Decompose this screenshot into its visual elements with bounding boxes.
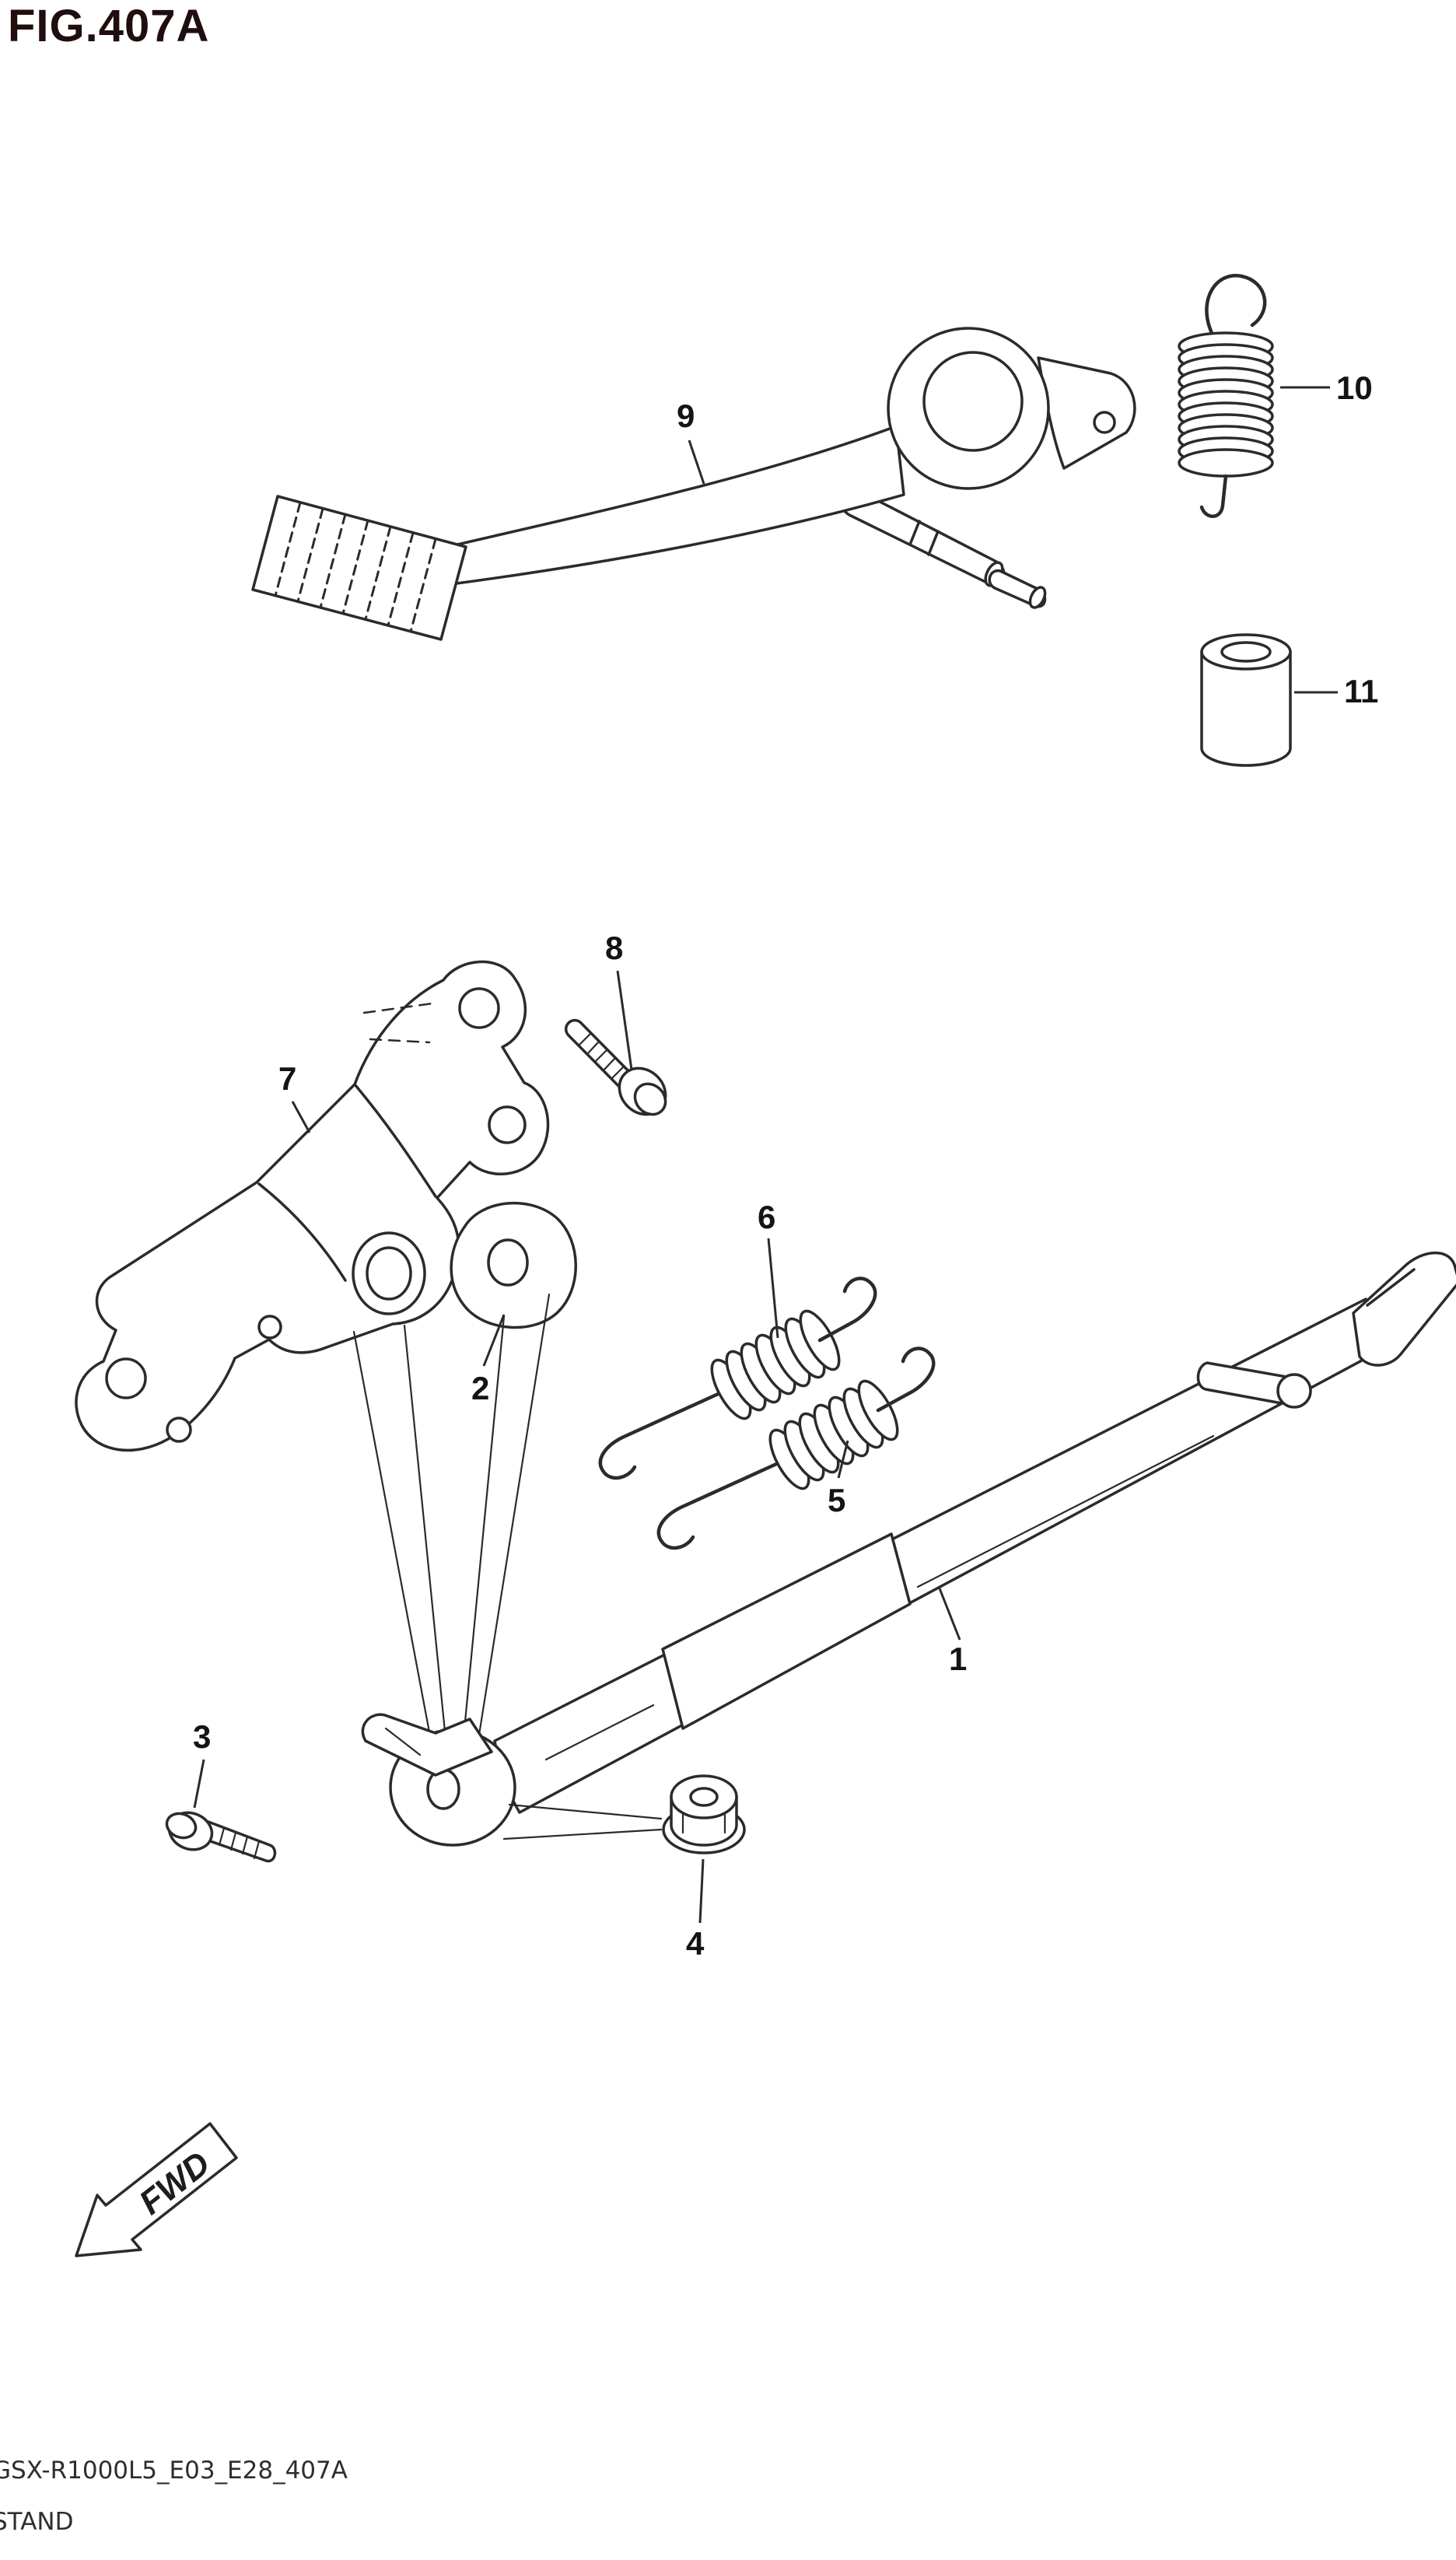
nut-hole [689,1787,719,1807]
stand-peg-boss [1276,1373,1312,1409]
stand-sleeve [661,1532,912,1730]
spring5-left-hook [656,1459,786,1550]
part-7-stand-bracket [75,960,550,1452]
part-3-bolt [165,1811,277,1863]
footer-figure-code: GSX-R1000L5_E03_E28_407A [0,2457,348,2485]
pedal-flange [1037,356,1136,470]
bracket-ear-hole-top [458,987,500,1029]
spring10-top-hook [1205,274,1267,341]
part-callout-11: 11 [1344,673,1379,709]
bolt8-head [633,1082,667,1116]
part-6-spring [598,1276,877,1480]
nut-pointer-lines [502,1803,663,1840]
bracket-foot-hole [105,1357,147,1399]
bracket-body [75,960,550,1452]
nut-facets [681,1813,726,1834]
leader-part-2 [482,1314,506,1367]
part-10-spring [1178,274,1274,518]
stand-peg [1196,1361,1288,1405]
pedal-boss-hole [922,351,1024,452]
footer-figure-name: STAND [0,2508,74,2536]
part-callout-3: 3 [193,1718,212,1755]
cushion-top [1200,633,1292,671]
spring10-coils [1178,331,1274,478]
pedal-pin-grooves [908,520,940,556]
plate-hole [487,1238,529,1287]
part-9-brake-pedal [251,327,1136,641]
pedal-flange-hole [1093,411,1116,434]
leader-part-8 [616,970,633,1070]
cushion-body [1200,650,1292,767]
leader-part-4 [698,1858,705,1924]
stand-clevis-tab [361,1713,493,1777]
bolt3-head [165,1812,198,1840]
bracket-mid-hole [257,1315,282,1340]
stand-contour-line [544,1434,1215,1761]
fwd-indicator: FWD [75,2122,238,2257]
pedal-arm [443,425,905,587]
bolt8-threads [577,1031,625,1080]
spring6-right-hook [817,1276,877,1343]
part-11-cushion [1200,633,1292,767]
pedal-pad-tread [274,501,437,633]
pedal-pad [251,495,467,641]
part-5-spring [656,1347,936,1550]
bracket-hidden-lines [362,1002,434,1044]
stand-foot-fold [1366,1268,1416,1307]
spring10-bottom-hook [1199,474,1228,518]
part-callout-6: 6 [758,1199,776,1235]
part-callout-2: 2 [471,1370,490,1406]
leader-part-3 [193,1759,205,1809]
pedal-pin-stub-cap [1028,586,1047,609]
fwd-arrow-icon [75,2122,238,2257]
leader-part-1 [938,1588,961,1641]
part-callout-7: 7 [278,1060,297,1097]
part-callout-9: 9 [677,397,695,434]
part-callout-8: 8 [605,930,624,966]
assembly-guide-lines [352,1293,551,1750]
leader-part-9 [688,440,705,485]
part-2-plate [450,1201,577,1329]
bracket-fold-lines [257,1083,437,1282]
part-1-side-stand [361,1251,1456,1847]
callout-leader-lines [193,386,1338,1924]
part-callout-5: 5 [828,1482,846,1518]
spring6-left-hook [598,1389,727,1480]
part-8-bolt [564,1018,667,1116]
bolt3-shank [202,1820,277,1863]
spring5-coils [768,1379,899,1490]
stand-pivot-hole [426,1768,460,1810]
stand-foot [1352,1251,1456,1367]
bolt3-threads [218,1826,261,1860]
bracket-ear-hole-bottom [488,1105,527,1144]
stand-clevis-slot [384,1727,422,1756]
part-callout-1: 1 [949,1641,968,1677]
leader-part-7 [291,1101,311,1133]
part-callout-10: 10 [1336,369,1373,406]
bracket-pivot-hole [366,1246,412,1301]
part-4-nut [662,1774,746,1854]
figure-title: FIG.407A [8,1,210,51]
spring5-right-hook [876,1347,936,1413]
cushion-bore [1220,641,1272,663]
leader-part-6 [767,1238,779,1339]
leader-part-5 [837,1440,849,1479]
bracket-foot-hole-small [166,1417,192,1443]
part-callout-4: 4 [686,1925,705,1962]
